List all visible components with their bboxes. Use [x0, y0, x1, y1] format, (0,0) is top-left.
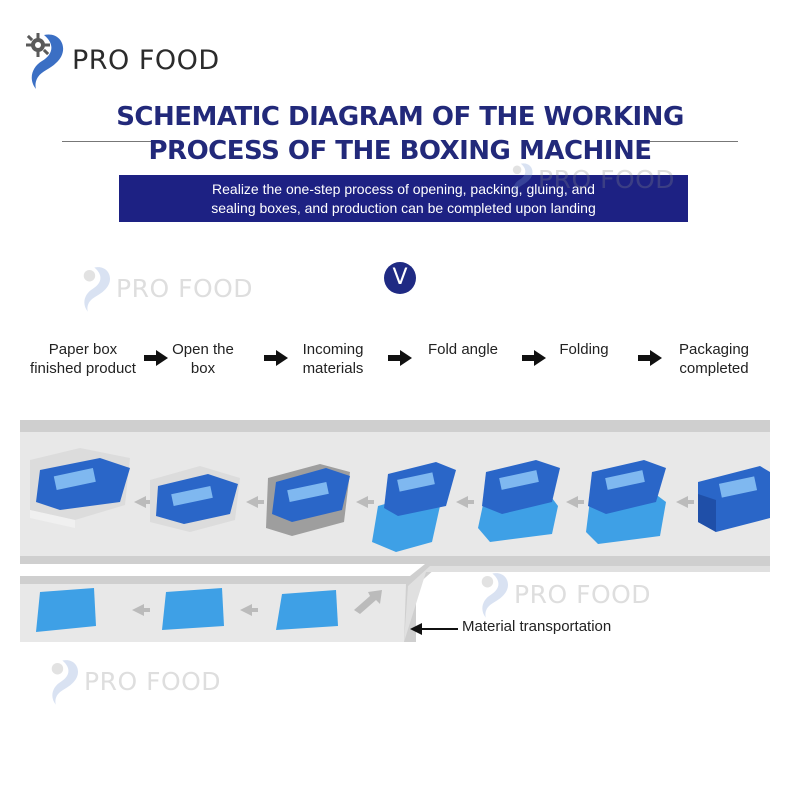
step-label: box	[190, 360, 216, 377]
watermark: PRO FOOD	[508, 160, 675, 198]
brand-logo: PRO FOOD	[24, 28, 220, 92]
step-arrow-icon	[264, 350, 288, 366]
step-label: Fold angle	[427, 341, 499, 358]
flow-arrow-icon	[132, 604, 150, 616]
gear-swoosh-icon	[481, 573, 509, 618]
flow-arrow-icon	[676, 496, 694, 508]
step-incoming-materials: Incoming materials	[292, 340, 374, 378]
step-label: finished product	[30, 360, 136, 377]
step-label: Folding	[559, 341, 609, 358]
material-block	[36, 588, 96, 632]
step-folding: Folding	[548, 340, 620, 359]
box-stage-5	[478, 460, 560, 542]
step-arrow-icon	[522, 350, 546, 366]
watermark-text: PRO FOOD	[84, 666, 222, 696]
box-stage-2	[150, 466, 240, 532]
step-arrow-icon	[144, 350, 168, 366]
title-line-1: SCHEMATIC DIAGRAM OF THE WORKING	[116, 102, 684, 132]
title-rule-right	[648, 141, 738, 142]
box-stage-1	[30, 448, 130, 528]
banner-line-1: Realize the one-step process of opening,…	[212, 180, 595, 197]
step-packaging-completed: Packaging completed	[668, 340, 760, 378]
conveyor-diagram	[20, 420, 770, 642]
flow-arrow-icon	[456, 496, 474, 508]
step-arrow-icon	[638, 350, 662, 366]
watermark-text: PRO FOOD	[538, 164, 676, 194]
step-label: completed	[679, 360, 749, 377]
page-title: SCHEMATIC DIAGRAM OF THE WORKING PROCESS…	[0, 100, 800, 168]
flow-arrow-icon	[356, 496, 374, 508]
flow-arrow-icon	[246, 496, 264, 508]
material-transportation-label: Material transportation	[462, 618, 612, 635]
step-paper-box: Paper box finished product	[22, 340, 144, 378]
subtitle-banner: Realize the one-step process of opening,…	[119, 175, 688, 222]
flow-arrow-icon	[566, 496, 584, 508]
box-stage-7	[698, 466, 770, 532]
watermark-text: PRO FOOD	[514, 579, 652, 609]
box-stage-4	[372, 462, 456, 552]
watermark: PRO FOOD	[78, 262, 253, 314]
step-arrow-icon	[388, 350, 412, 366]
gear-swoosh-icon	[83, 267, 111, 312]
flow-arrow-icon	[134, 496, 152, 508]
v-badge: V	[384, 262, 416, 294]
gear-swoosh-icon	[26, 33, 64, 89]
box-stage-3	[266, 464, 350, 536]
watermark: PRO FOOD	[476, 568, 651, 620]
title-line-2: PROCESS OF THE BOXING MACHINE	[148, 136, 652, 166]
step-fold-angle: Fold angle	[418, 340, 508, 359]
step-label: Open the	[172, 341, 234, 358]
title-rule-left	[62, 141, 154, 142]
material-block	[162, 588, 224, 630]
gear-swoosh-icon	[51, 660, 79, 705]
watermark-text: PRO FOOD	[116, 273, 254, 303]
brand-name: PRO FOOD	[72, 44, 220, 76]
flow-arrow-icon	[354, 590, 382, 614]
step-label: Incoming	[302, 341, 364, 358]
gear-swoosh-icon	[512, 163, 533, 197]
step-label: materials	[302, 360, 364, 377]
step-label: Paper box	[48, 341, 118, 358]
material-block	[276, 590, 338, 630]
step-label: Packaging	[678, 341, 750, 358]
flow-arrow-icon	[240, 604, 258, 616]
step-open-box: Open the box	[164, 340, 242, 378]
watermark: PRO FOOD	[46, 655, 221, 707]
banner-line-2: sealing boxes, and production can be com…	[211, 199, 596, 216]
box-stage-6	[586, 460, 666, 544]
pointer-arrow-icon	[410, 623, 458, 635]
